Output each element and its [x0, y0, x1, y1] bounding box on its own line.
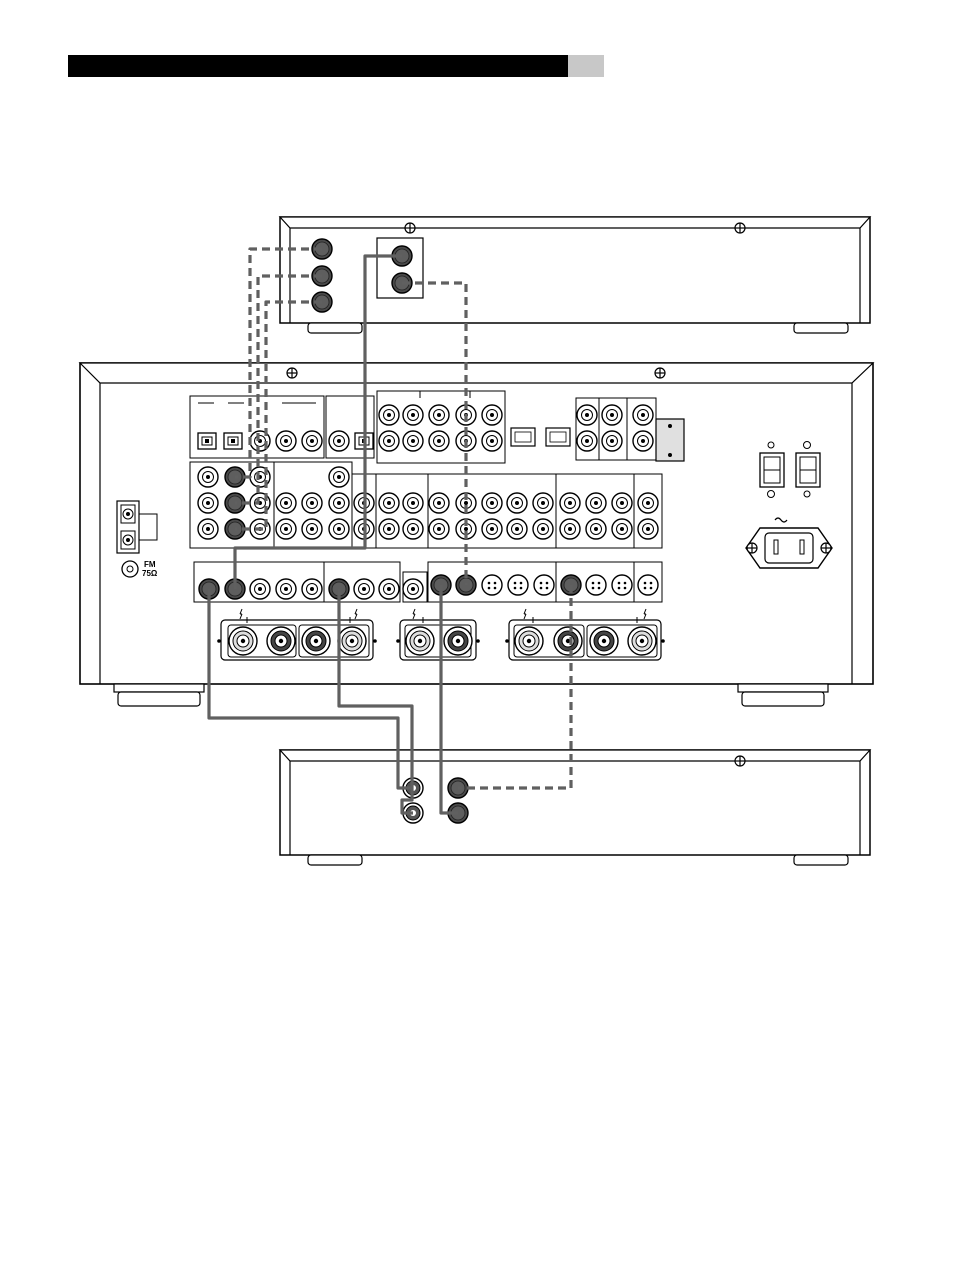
- rca-jack-icon[interactable]: [481, 518, 503, 540]
- rca-jack-icon[interactable]: [197, 466, 219, 488]
- speaker-terminal-icon[interactable]: [627, 626, 657, 656]
- video-jack-icon[interactable]: [481, 404, 503, 426]
- svideo-jack-icon[interactable]: [481, 574, 503, 596]
- rca-jack-icon[interactable]: [275, 578, 297, 600]
- trigger-block: [575, 397, 685, 462]
- network-ports: [510, 427, 571, 447]
- rca-jack-icon[interactable]: [301, 492, 323, 514]
- rca-jack-icon[interactable]: [506, 518, 528, 540]
- rca-jack-icon[interactable]: [611, 518, 633, 540]
- rca-jack-icon[interactable]: [328, 492, 350, 514]
- screw-icon: [746, 542, 758, 554]
- svideo-jack-icon[interactable]: [585, 574, 607, 596]
- rca-jack-icon[interactable]: [611, 492, 633, 514]
- rca-jack-icon[interactable]: [275, 492, 297, 514]
- source-component: [278, 216, 872, 334]
- speaker-terminal-icon[interactable]: [301, 626, 331, 656]
- rca-jack-icon[interactable]: [637, 492, 659, 514]
- rca-jack-icon[interactable]: [428, 492, 450, 514]
- screw-icon: [734, 222, 746, 234]
- recorder-component: [278, 749, 872, 866]
- rca-jack-icon[interactable]: [353, 578, 375, 600]
- rca-jack-icon[interactable]: [532, 518, 554, 540]
- rca-jack-icon[interactable]: [378, 518, 400, 540]
- rca-jack-icon[interactable]: [402, 518, 424, 540]
- rca-jack-icon[interactable]: [378, 578, 400, 600]
- speaker-terminal-icon[interactable]: [443, 626, 473, 656]
- rca-jack-icon[interactable]: [481, 492, 503, 514]
- video-jack-icon[interactable]: [378, 404, 400, 426]
- speaker-terminal-icon[interactable]: [589, 626, 619, 656]
- optical-input-icon[interactable]: [197, 432, 217, 450]
- trigger-jack-icon[interactable]: [601, 404, 623, 426]
- rca-jack-icon[interactable]: [197, 492, 219, 514]
- video-jack-icon[interactable]: [402, 430, 424, 452]
- optical-input-icon[interactable]: [223, 432, 243, 450]
- rca-jack-icon[interactable]: [197, 518, 219, 540]
- screw-icon: [404, 222, 416, 234]
- rca-jack-icon[interactable]: [402, 492, 424, 514]
- rca-jack-icon[interactable]: [275, 518, 297, 540]
- screw-icon: [654, 367, 666, 379]
- rca-jack-icon[interactable]: [585, 518, 607, 540]
- receiver-rear-panel: FM 75Ω: [78, 362, 875, 707]
- rca-jack-icon[interactable]: [301, 518, 323, 540]
- svideo-jack-icon[interactable]: [507, 574, 529, 596]
- output-row: [193, 561, 663, 603]
- speaker-terminal-icon[interactable]: [514, 626, 544, 656]
- trigger-jack-icon[interactable]: [632, 430, 654, 452]
- rca-jack-icon[interactable]: [559, 492, 581, 514]
- screw-icon: [286, 367, 298, 379]
- rca-jack-icon[interactable]: [637, 518, 659, 540]
- rca-jack-icon[interactable]: [585, 492, 607, 514]
- video-jack-icon[interactable]: [481, 430, 503, 452]
- coax-jack-icon[interactable]: [328, 430, 350, 452]
- rca-jack-icon[interactable]: [532, 492, 554, 514]
- rca-jack-icon[interactable]: [249, 578, 271, 600]
- screw-icon: [820, 542, 832, 554]
- fm-impedance-label: 75Ω: [142, 569, 158, 578]
- analog-cables: [207, 254, 458, 815]
- fm-label: FM: [144, 560, 156, 569]
- svideo-jack-icon[interactable]: [611, 574, 633, 596]
- trigger-jack-icon[interactable]: [576, 430, 598, 452]
- speaker-terminal-icon[interactable]: [337, 626, 367, 656]
- video-jack-icon[interactable]: [378, 430, 400, 452]
- power-section: [745, 441, 833, 569]
- svideo-jack-icon[interactable]: [533, 574, 555, 596]
- speaker-terminal-icon[interactable]: [228, 626, 258, 656]
- rca-jack-icon[interactable]: [328, 466, 350, 488]
- antenna-section: FM 75Ω: [116, 500, 158, 578]
- header-tab: [568, 55, 604, 77]
- video-jack-icon[interactable]: [428, 430, 450, 452]
- svideo-jack-icon[interactable]: [637, 574, 659, 596]
- rca-jack-icon[interactable]: [428, 518, 450, 540]
- header-bar: [68, 55, 568, 77]
- video-jack-icon[interactable]: [428, 404, 450, 426]
- speaker-terminals: [217, 608, 665, 661]
- screw-icon: [734, 755, 746, 767]
- trigger-jack-icon[interactable]: [601, 430, 623, 452]
- speaker-terminal-icon[interactable]: [266, 626, 296, 656]
- speaker-terminal-icon[interactable]: [405, 626, 435, 656]
- trigger-jack-icon[interactable]: [576, 404, 598, 426]
- video-block-top: [376, 390, 506, 464]
- speaker-terminal-icon[interactable]: [553, 626, 583, 656]
- rca-jack-icon[interactable]: [301, 578, 323, 600]
- rca-jack-icon[interactable]: [559, 518, 581, 540]
- rca-jack-icon[interactable]: [328, 518, 350, 540]
- rca-jack-icon[interactable]: [378, 492, 400, 514]
- coax-jack-icon[interactable]: [301, 430, 323, 452]
- rca-jack-icon[interactable]: [402, 578, 424, 600]
- trigger-jack-icon[interactable]: [632, 404, 654, 426]
- video-jack-icon[interactable]: [402, 404, 424, 426]
- digital-cables: [235, 247, 573, 790]
- rca-jack-icon[interactable]: [506, 492, 528, 514]
- coax-jack-icon[interactable]: [275, 430, 297, 452]
